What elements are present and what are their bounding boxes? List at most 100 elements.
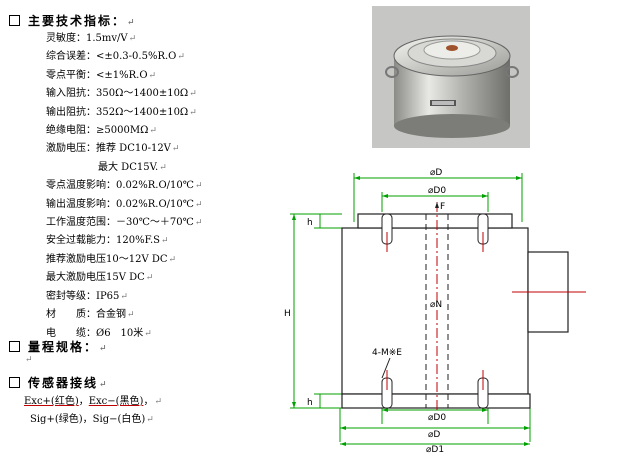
dimension-lines xyxy=(290,173,531,445)
spec-label: 最大激励电压 xyxy=(46,272,106,284)
load-arrow-icon xyxy=(435,202,439,208)
dim-h-bottom: h xyxy=(307,398,313,408)
wire-sig-pos: Sig+(绿色) xyxy=(30,414,83,425)
spec-row: 灵敏度：1.5mv/V↵ xyxy=(46,30,203,48)
spec-label: 零点温度影响： xyxy=(46,180,116,192)
spec-value: 0.02%R.O/10℃ xyxy=(116,180,194,192)
wire-sig-neg: Sig−(白色) xyxy=(92,414,146,425)
spec-label: 输出阻抗： xyxy=(46,106,96,118)
section-title: 主要技术指标： xyxy=(28,14,127,28)
paragraph-mark: ↵ xyxy=(144,328,152,339)
paragraph-mark: ↵ xyxy=(194,181,203,192)
wiring-line-1: Exc+(红色)，Exc−(黑色)，↵ xyxy=(24,393,162,411)
checkbox-icon xyxy=(9,377,20,388)
dim-h-total: H xyxy=(284,309,291,319)
spec-value: 最大 DC15V. xyxy=(98,161,159,173)
spec-value: IP65 xyxy=(96,290,120,302)
spec-value: 352Ω～1400±10Ω xyxy=(96,106,189,118)
paragraph-mark: ↵ xyxy=(146,415,154,425)
thread-callout: 4-M※E xyxy=(372,348,402,358)
paragraph-mark: ↵ xyxy=(120,291,128,302)
spec-row: 安全过载能力：120%F.S↵ xyxy=(46,232,203,250)
paragraph-mark: ↵ xyxy=(99,380,109,390)
paragraph-mark: ↵ xyxy=(99,344,109,354)
paragraph-mark: ↵ xyxy=(159,162,167,173)
paragraph-mark: ↵ xyxy=(154,397,163,407)
separator: ， xyxy=(78,396,89,407)
spec-row: 零点平衡：<±1%R.O↵ xyxy=(46,67,203,85)
spec-value: 合金钢 xyxy=(96,309,126,321)
spec-value: 1.5mv/V xyxy=(86,33,128,44)
spec-label: 综合误差： xyxy=(46,51,96,63)
wire-exc-neg: Exc−(黑色) xyxy=(88,396,144,407)
spec-label: 零点平衡： xyxy=(46,69,96,81)
spec-row: 输出温度影响：0.02%R.O/10℃↵ xyxy=(46,196,203,214)
paragraph-mark: ↵ xyxy=(161,236,169,247)
spec-row: 推荐激励电压10～12V DC↵ xyxy=(46,251,203,269)
section-range: 量程规格：↵ xyxy=(9,338,109,355)
spec-list: 灵敏度：1.5mv/V↵综合误差：<±0.3-0.5%R.O↵零点平衡：<±1%… xyxy=(46,30,203,343)
section-title: 量程规格： xyxy=(28,340,99,354)
dim-phi-d-top: ⌀D xyxy=(430,168,442,178)
spec-label: 安全过载能力： xyxy=(46,235,116,247)
spec-row: 综合误差：<±0.3-0.5%R.O↵ xyxy=(46,48,203,66)
paragraph-mark: ↵ xyxy=(189,107,197,118)
spec-row: 电 缆：Ø6 10米↵ xyxy=(46,325,203,343)
paragraph-mark: ↵ xyxy=(148,70,157,81)
spec-label: 推荐激励电压 xyxy=(46,253,106,265)
spec-value: <±1%R.O xyxy=(96,69,148,81)
spec-label: 材 质： xyxy=(46,309,96,321)
spec-value: 0.02%R.O/10℃ xyxy=(116,198,194,210)
dimension-drawing: ⌀D ⌀D0 F h H ⌀N 4-M※E h ⌀D0 ⌀D ⌀D1 xyxy=(280,162,640,455)
spec-row: 输出阻抗：352Ω～1400±10Ω↵ xyxy=(46,104,203,122)
spec-value: ≥5000MΩ xyxy=(96,125,149,137)
paragraph-mark: ↵ xyxy=(127,310,135,321)
paragraph-mark: ↵ xyxy=(145,273,154,284)
load-arrow-label: F xyxy=(440,202,445,212)
spec-row: 绝缘电阻：≥5000MΩ↵ xyxy=(46,122,203,140)
load-cell-photo-icon xyxy=(372,6,530,148)
dim-phi-d0-bottom: ⌀D0 xyxy=(428,413,446,423)
spec-label: 灵敏度： xyxy=(46,33,86,44)
spec-value: 推荐 DC10-12V xyxy=(96,143,171,155)
spec-value: －30℃～＋70℃ xyxy=(116,217,194,229)
spec-row: 密封等级：IP65↵ xyxy=(46,288,203,306)
spec-row: 输入阻抗：350Ω～1400±10Ω↵ xyxy=(46,85,203,103)
spec-row: 激励电压：推荐 DC10-12V↵ xyxy=(46,140,203,158)
bolt-holes xyxy=(381,213,489,409)
paragraph-mark: ↵ xyxy=(168,254,177,265)
spec-row: 最大 DC15V.↵ xyxy=(46,159,203,177)
spec-value: 15V DC xyxy=(106,272,145,284)
spec-row: 零点温度影响：0.02%R.O/10℃↵ xyxy=(46,177,203,195)
arrowheads xyxy=(292,176,530,446)
dim-phi-d-bottom: ⌀D xyxy=(428,430,440,440)
spec-row: 工作温度范围：－30℃～＋70℃↵ xyxy=(46,214,203,232)
paragraph-mark: ↵ xyxy=(149,126,157,137)
checkbox-icon xyxy=(9,15,20,26)
spec-label: 激励电压： xyxy=(46,143,96,155)
paragraph-mark: ↵ xyxy=(171,144,180,155)
paragraph-mark: ↵ xyxy=(25,355,33,365)
paragraph-mark: ↵ xyxy=(177,52,185,63)
spec-label: 工作温度范围： xyxy=(46,217,116,229)
paragraph-mark: ↵ xyxy=(127,18,137,28)
paragraph-mark: ↵ xyxy=(194,218,203,229)
spec-value: Ø6 10米 xyxy=(96,327,144,339)
spec-label: 密封等级： xyxy=(46,290,96,302)
separator: ， xyxy=(143,396,154,407)
spec-row: 材 质：合金钢↵ xyxy=(46,306,203,324)
checkbox-icon xyxy=(9,341,20,352)
leader-line xyxy=(381,357,391,379)
dim-phi-d0-top: ⌀D0 xyxy=(428,186,446,196)
spec-row: 最大激励电压15V DC↵ xyxy=(46,269,203,287)
dim-phi-center: ⌀N xyxy=(430,300,442,310)
dim-phi-d1: ⌀D1 xyxy=(426,445,444,454)
wiring-line-2: Sig+(绿色)，Sig−(白色)↵ xyxy=(30,411,154,429)
spec-value: 120%F.S xyxy=(116,235,160,247)
paragraph-mark: ↵ xyxy=(189,89,197,100)
spec-label: 输出温度影响： xyxy=(46,198,116,210)
product-photo xyxy=(372,6,530,148)
section-main-specs: 主要技术指标：↵ xyxy=(9,12,137,29)
center-lines xyxy=(386,202,586,412)
separator: ， xyxy=(82,414,93,425)
